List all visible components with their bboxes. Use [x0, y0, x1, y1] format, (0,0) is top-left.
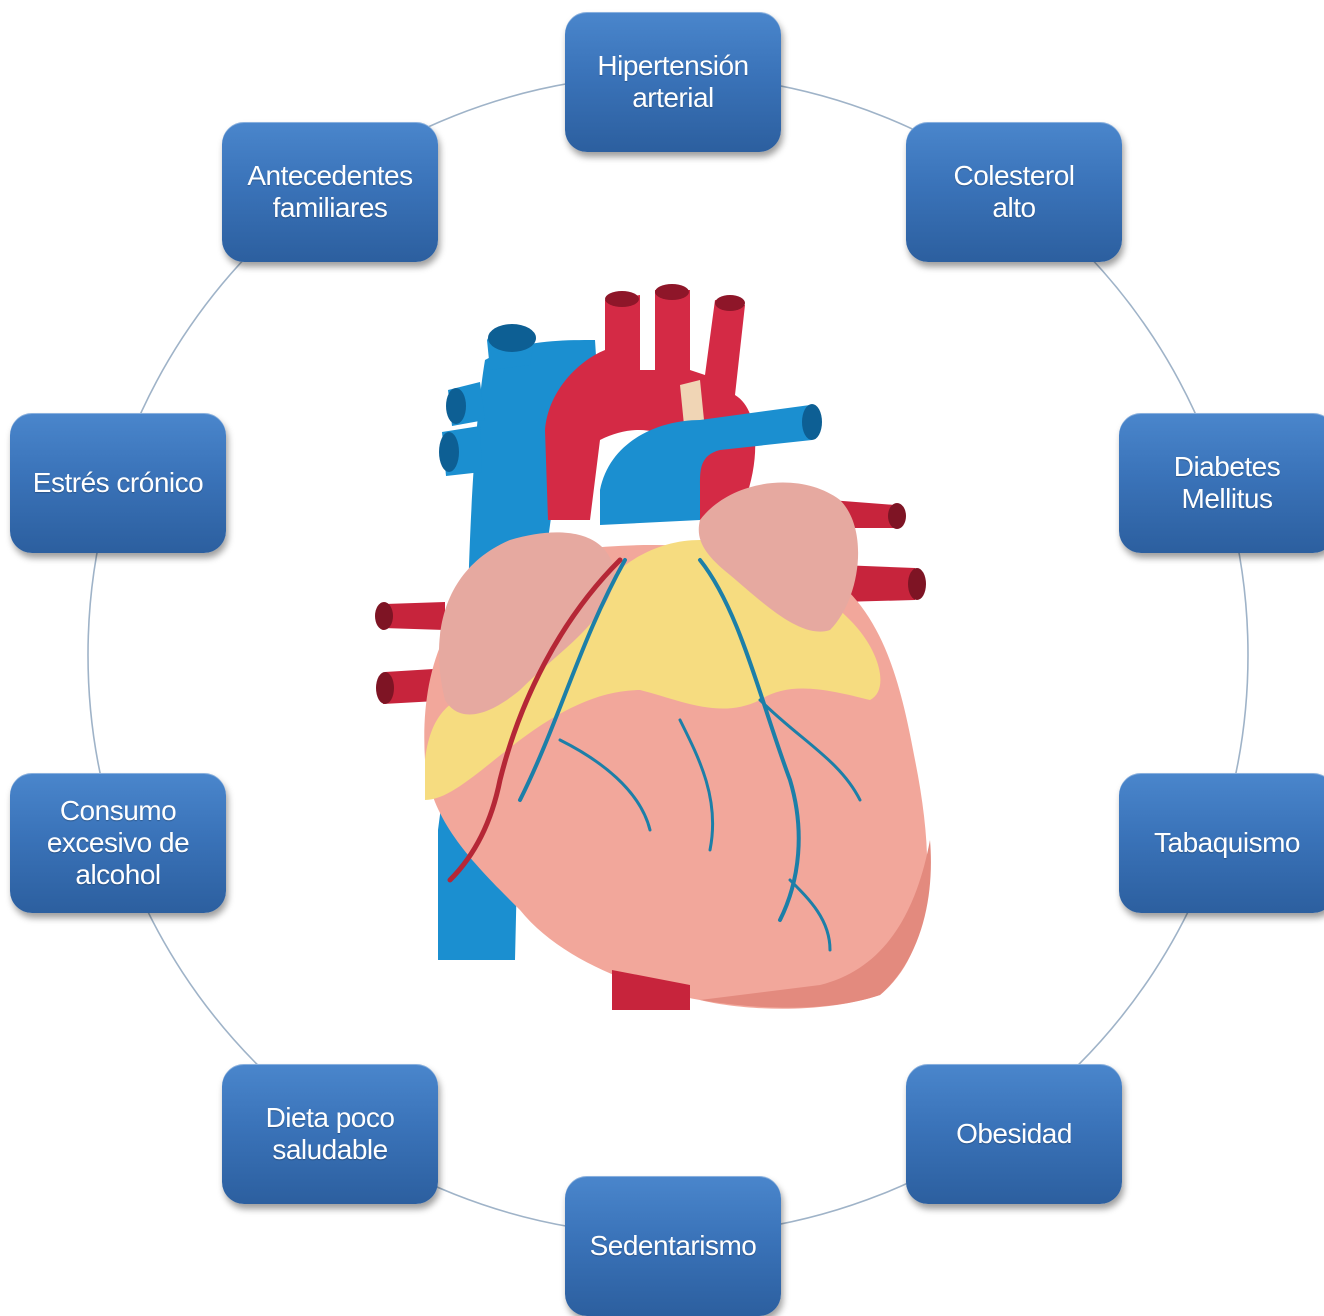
factor-estres: Estrés crónico — [10, 413, 226, 553]
factor-tabaquismo: Tabaquismo — [1119, 773, 1324, 913]
factor-alcohol: Consumo excesivo de alcohol — [10, 773, 226, 913]
factor-obesidad: Obesidad — [906, 1064, 1122, 1204]
factor-dieta: Dieta poco saludable — [222, 1064, 438, 1204]
factor-antecedentes: Antecedentes familiares — [222, 122, 438, 262]
factor-diabetes: Diabetes Mellitus — [1119, 413, 1324, 553]
heart-illustration — [355, 280, 955, 1020]
factor-hipertension: Hipertensión arterial — [565, 12, 781, 152]
factor-colesterol: Colesterol alto — [906, 122, 1122, 262]
factor-sedentarismo: Sedentarismo — [565, 1176, 781, 1316]
